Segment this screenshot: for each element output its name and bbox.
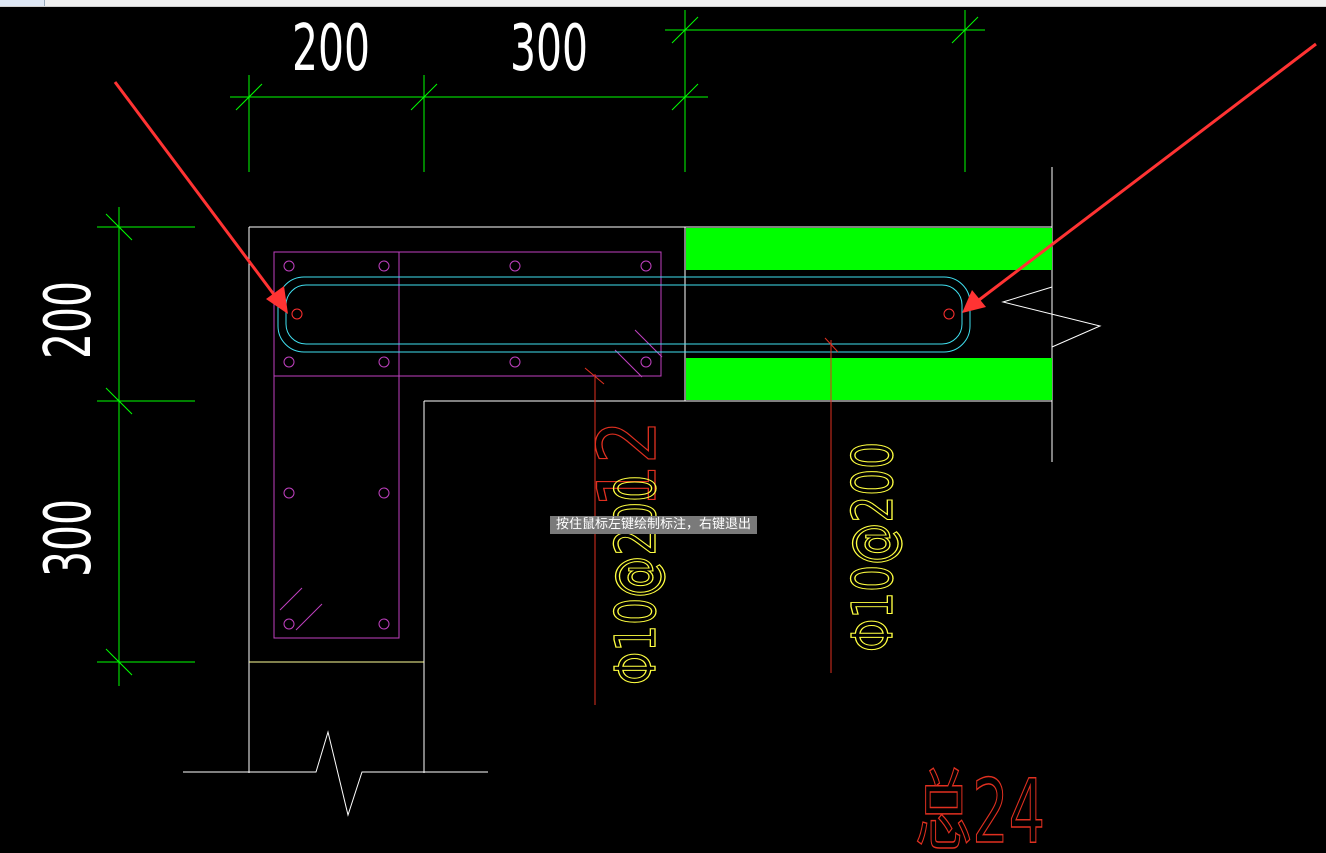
arrow-icon [962,42,1317,313]
command-tooltip: 按住鼠标左键绘制标注，右键退出 [550,516,758,534]
stirrup-label-2: Φ10@200 [841,442,906,652]
dim-top-left: 200 [292,12,370,86]
dim-left-upper: 200 [32,281,106,359]
wall-hatch-top [686,228,1052,270]
document-tab[interactable] [0,0,45,6]
wall-outline [183,167,1102,817]
cad-drawing-canvas[interactable]: 200 300 200 300 [0,7,1326,853]
total-count-label: 总24 [915,760,1045,849]
highlight-bar-right[interactable] [943,308,955,320]
arrow-icon [113,81,288,314]
rebar-bars [283,260,652,630]
leader-lines [584,337,839,705]
wall-hatch-bottom [686,358,1052,400]
highlight-bar-left[interactable] [291,308,303,320]
rebar-count-label: 12 [581,420,674,508]
stirrup-label-1: Φ10@200 [604,475,669,685]
dimension-lines [97,10,985,686]
rebar-frame [273,251,663,639]
stirrup [277,276,971,353]
window-title-bar [0,0,1326,7]
dim-left-lower: 300 [32,499,106,577]
dim-top-mid: 300 [510,12,588,86]
